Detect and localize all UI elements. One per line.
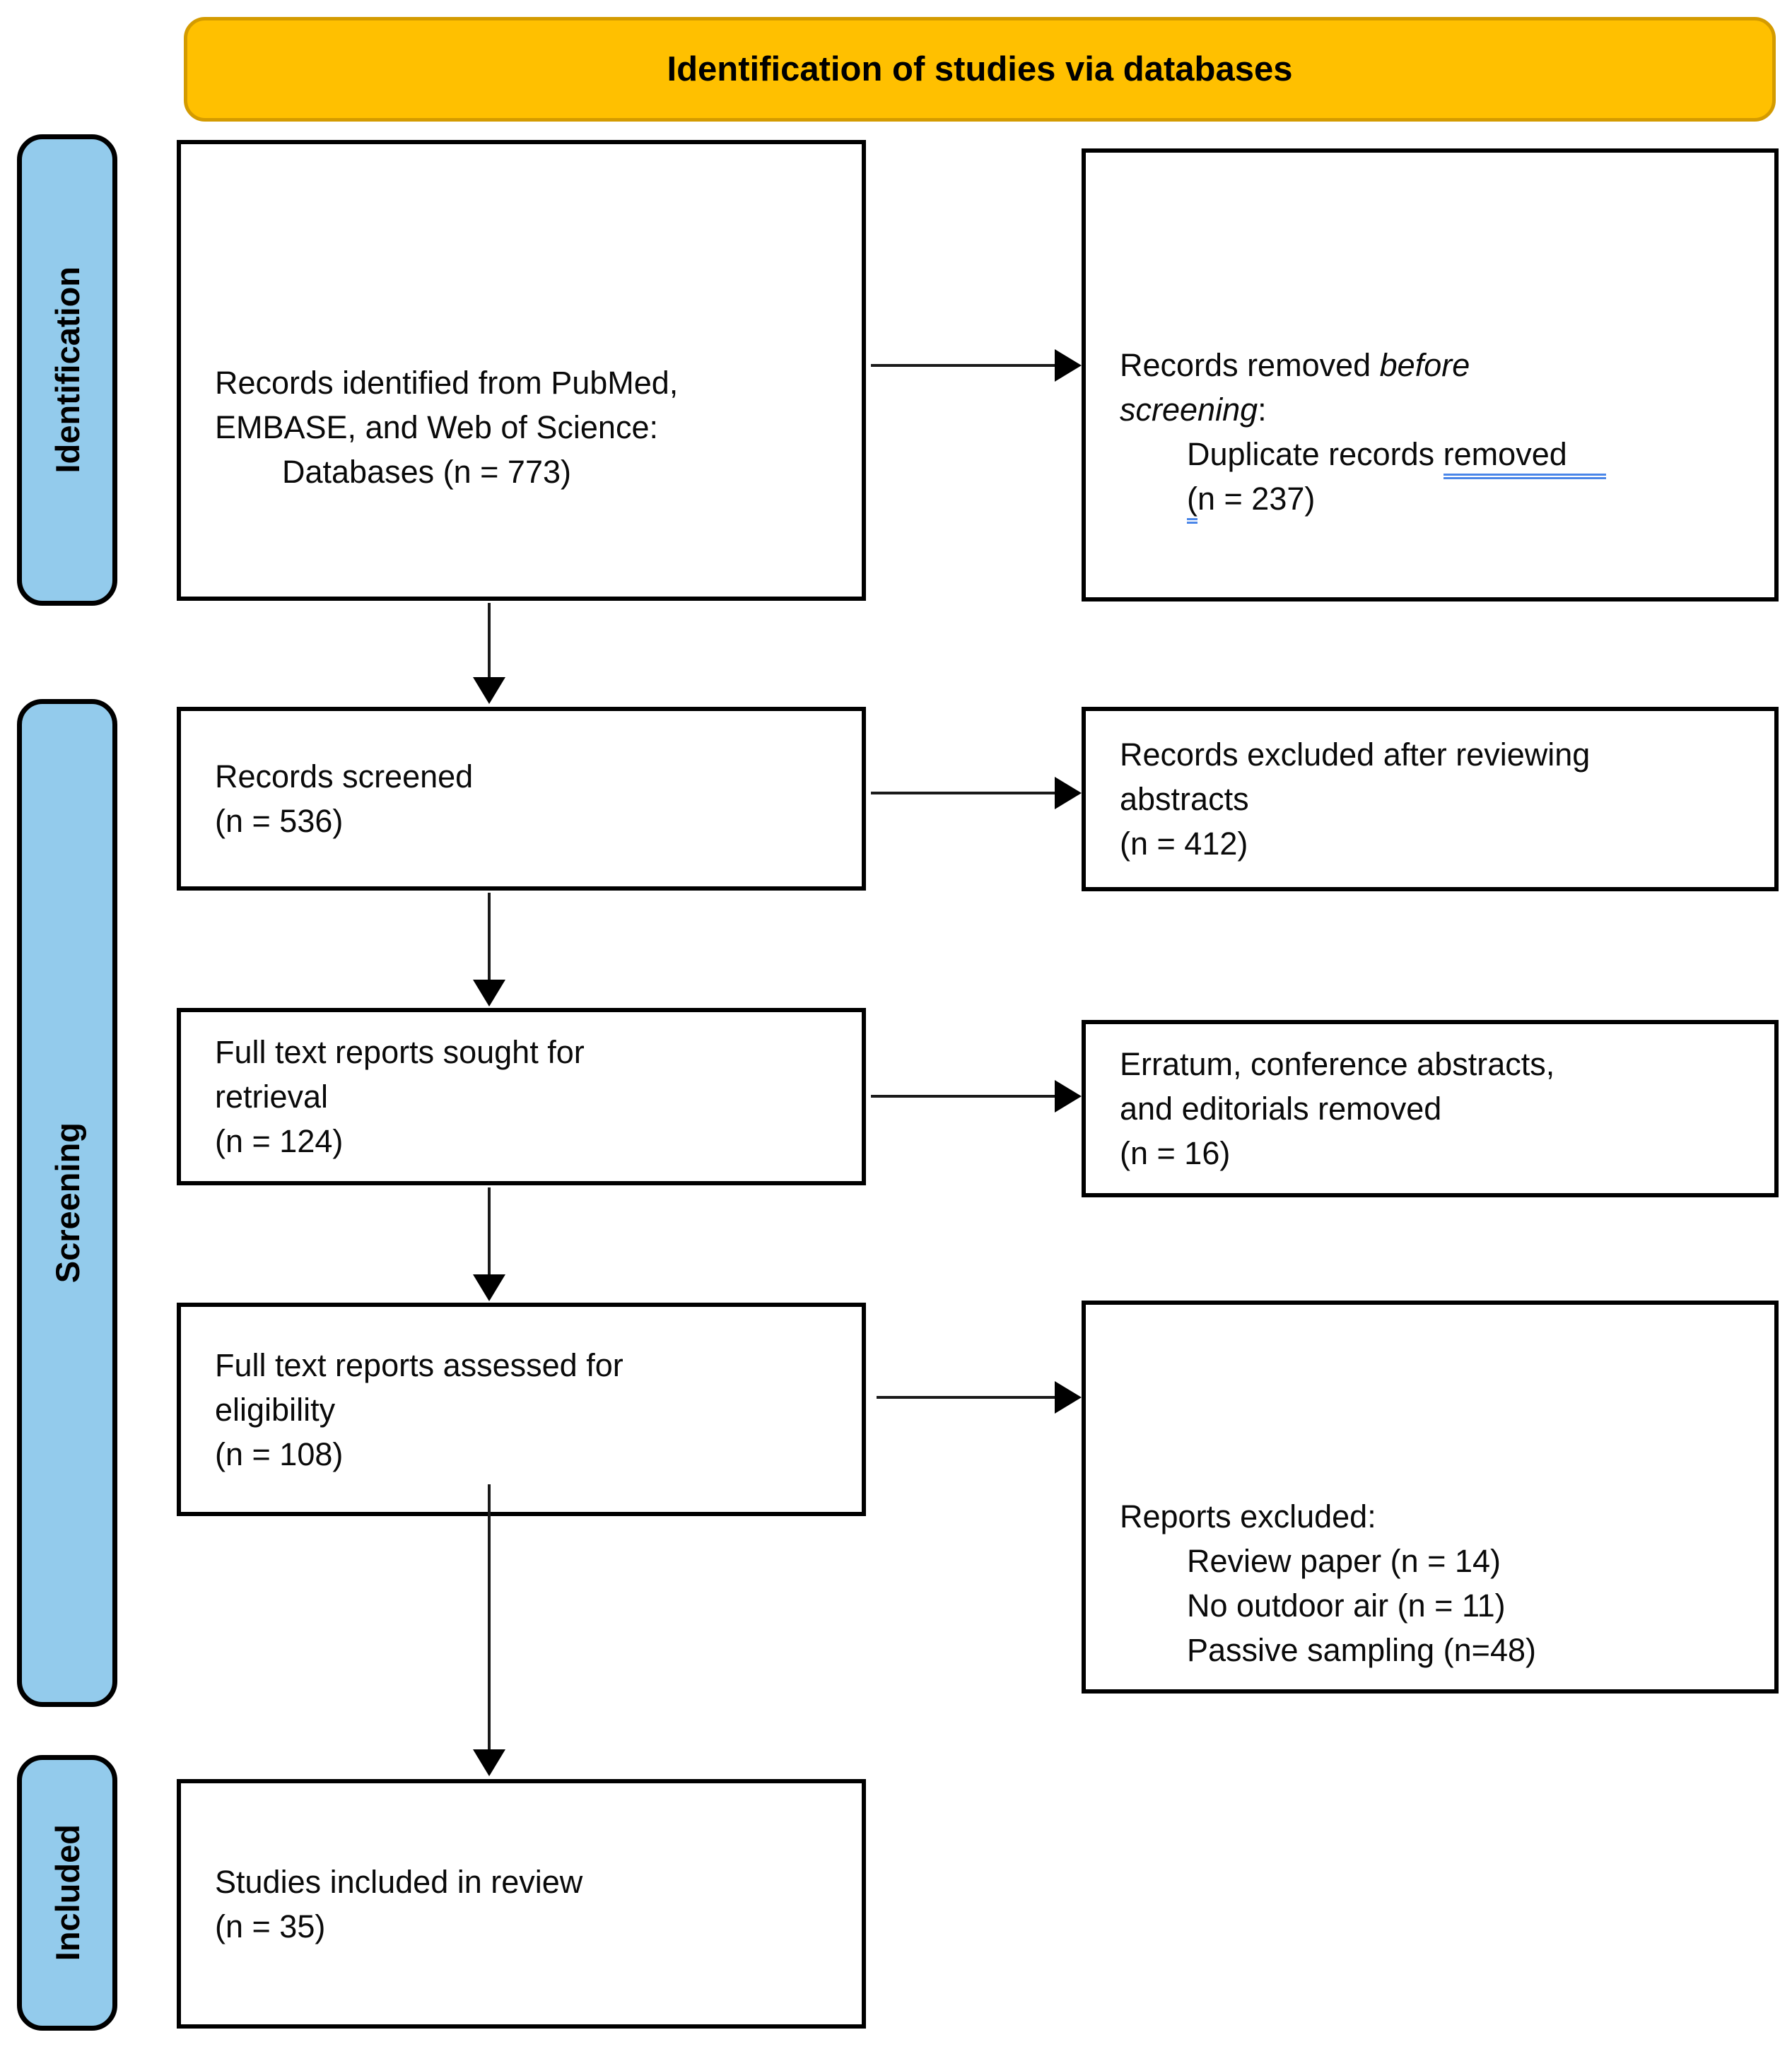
stage-bar-included: Included — [17, 1755, 117, 2031]
box-line: (n = 536) — [215, 803, 344, 839]
box-line: Full text reports assessed for — [215, 1346, 623, 1383]
text-segment-grammar-underline: ( — [1187, 480, 1197, 524]
arrow-screened-to-sought — [473, 893, 505, 1007]
box-line: (n = 237) — [1120, 476, 1749, 524]
box-records-excluded-abstracts-text: Records excluded after reviewing abstrac… — [1086, 732, 1774, 866]
box-line: abstracts — [1120, 781, 1249, 817]
arrow-sought-to-erratum — [871, 1080, 1082, 1113]
arrowhead-right-icon — [1055, 349, 1082, 382]
box-line: No outdoor air (n = 11) — [1187, 1588, 1506, 1624]
arrow-identified-to-removed — [871, 349, 1082, 382]
arrow-assessed-to-included — [473, 1484, 505, 1776]
box-line: (n = 108) — [215, 1436, 344, 1472]
arrowhead-down-icon — [473, 1749, 505, 1776]
box-line: retrieval — [215, 1079, 329, 1115]
box-line: Records excluded after reviewing — [1120, 736, 1591, 773]
box-line: (n = 412) — [1120, 826, 1248, 862]
box-reports-excluded-text: Reports excluded: Review paper (n = 14) … — [1086, 1494, 1774, 1689]
box-fulltext-assessed-text: Full text reports assessed for eligibili… — [181, 1343, 862, 1477]
box-erratum-removed: Erratum, conference abstracts, and edito… — [1082, 1020, 1779, 1197]
box-line: Erratum, conference abstracts, — [1120, 1046, 1555, 1082]
arrow-identified-to-screened — [473, 603, 505, 704]
box-studies-included: Studies included in review (n = 35) — [177, 1779, 866, 2029]
box-line: Duplicate records removed — [1120, 432, 1749, 479]
box-line: (n = 16) — [1120, 1135, 1231, 1171]
box-line: Records screened — [215, 758, 474, 794]
banner-identification-via-databases: Identification of studies via databases — [184, 17, 1776, 122]
text-segment: Duplicate records — [1187, 435, 1443, 472]
box-reports-excluded: Reports excluded: Review paper (n = 14) … — [1082, 1301, 1779, 1694]
text-segment: Records removed — [1120, 346, 1380, 383]
box-line: Passive sampling (n=48) — [1187, 1632, 1536, 1668]
arrow-sought-to-assessed — [473, 1187, 505, 1301]
box-line: Reports excluded: — [1120, 1498, 1376, 1534]
box-line: (n = 35) — [215, 1908, 326, 1944]
arrow-assessed-to-reports-excluded — [877, 1381, 1082, 1414]
box-line: and editorials removed — [1120, 1091, 1442, 1127]
box-records-excluded-abstracts: Records excluded after reviewing abstrac… — [1082, 707, 1779, 891]
box-line: Review paper (n = 14) — [1187, 1543, 1501, 1579]
box-fulltext-sought-text: Full text reports sought for retrieval (… — [181, 1030, 862, 1163]
box-line: Studies included in review — [215, 1863, 583, 1900]
stage-label-included: Included — [48, 1824, 86, 1961]
stage-bar-screening: Screening — [17, 699, 117, 1707]
text-segment-italic: screening — [1120, 391, 1258, 428]
box-line: Records identified from PubMed, — [215, 364, 679, 401]
box-line: EMBASE, and Web of Science: — [215, 409, 658, 445]
text-segment: n = 237) — [1197, 480, 1316, 517]
box-line: screening: — [1120, 387, 1749, 432]
arrowhead-down-icon — [473, 980, 505, 1007]
box-line: Databases (n = 773) — [282, 453, 571, 490]
box-erratum-removed-text: Erratum, conference abstracts, and edito… — [1086, 1042, 1774, 1175]
box-records-removed-before-screening: Records removed before screening: Duplic… — [1082, 148, 1779, 601]
box-line: Records removed before — [1120, 343, 1749, 387]
box-records-identified-text: Records identified from PubMed, EMBASE, … — [181, 247, 862, 494]
banner-title: Identification of studies via databases — [667, 50, 1293, 88]
box-fulltext-assessed: Full text reports assessed for eligibili… — [177, 1303, 866, 1516]
stage-bar-identification: Identification — [17, 134, 117, 606]
text-segment-italic: before — [1379, 346, 1470, 383]
arrowhead-down-icon — [473, 677, 505, 704]
text-segment: : — [1258, 391, 1267, 428]
arrowhead-down-icon — [473, 1274, 505, 1301]
arrowhead-right-icon — [1055, 777, 1082, 809]
box-records-screened-text: Records screened (n = 536) — [181, 754, 862, 843]
arrow-screened-to-excluded-abstracts — [871, 777, 1082, 809]
box-records-identified: Records identified from PubMed, EMBASE, … — [177, 140, 866, 601]
stage-label-screening: Screening — [48, 1122, 86, 1284]
box-line: eligibility — [215, 1391, 336, 1428]
stage-label-identification: Identification — [48, 266, 86, 474]
arrowhead-right-icon — [1055, 1080, 1082, 1113]
text-segment-grammar-underline: removed — [1443, 435, 1606, 479]
box-line: Full text reports sought for — [215, 1034, 585, 1070]
box-records-removed-text: Records removed before screening: Duplic… — [1086, 230, 1774, 524]
box-line: (n = 124) — [215, 1123, 344, 1159]
arrowhead-right-icon — [1055, 1381, 1082, 1414]
box-fulltext-sought: Full text reports sought for retrieval (… — [177, 1008, 866, 1185]
box-studies-included-text: Studies included in review (n = 35) — [181, 1860, 862, 1949]
box-records-screened: Records screened (n = 536) — [177, 707, 866, 891]
